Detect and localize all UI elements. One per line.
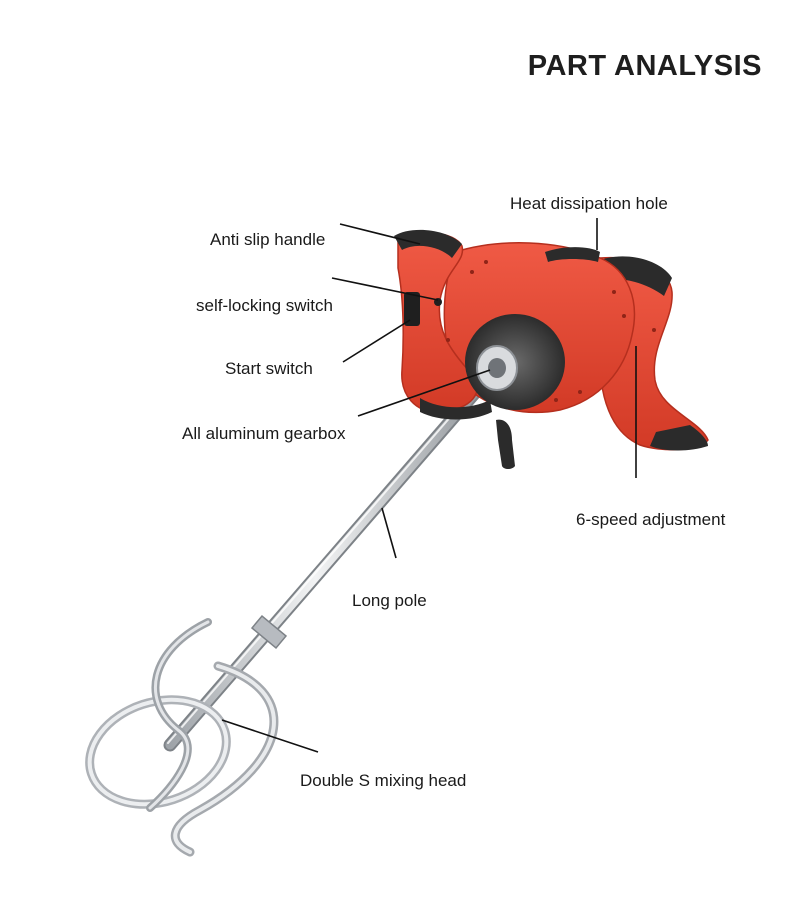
label-heat-dissipation-hole: Heat dissipation hole: [510, 194, 668, 213]
leader-long-pole: [381, 507, 397, 559]
mixing-head-shape: [85, 618, 279, 857]
label-long-pole: Long pole: [352, 591, 427, 610]
label-double-s-mixing-head: Double S mixing head: [300, 771, 467, 790]
label-six-speed-adjustment: 6-speed adjustment: [576, 510, 726, 529]
label-self-locking-switch: self-locking switch: [196, 296, 333, 315]
label-anti-slip-handle: Anti slip handle: [210, 230, 326, 249]
page-title: PART ANALYSIS: [527, 50, 762, 82]
mixer-body-shape: [394, 229, 709, 469]
leader-anti-slip-handle: [339, 223, 421, 245]
leader-double-s-mixing-head: [221, 719, 319, 753]
label-all-aluminum-gearbox: All aluminum gearbox: [182, 424, 346, 443]
leader-all-aluminum-gearbox: [357, 369, 491, 417]
leader-start-switch: [342, 319, 411, 363]
leader-lines: [221, 218, 637, 753]
leader-self-locking-switch: [331, 277, 439, 301]
long-pole-shape: [163, 365, 500, 752]
label-start-switch: Start switch: [225, 359, 313, 378]
